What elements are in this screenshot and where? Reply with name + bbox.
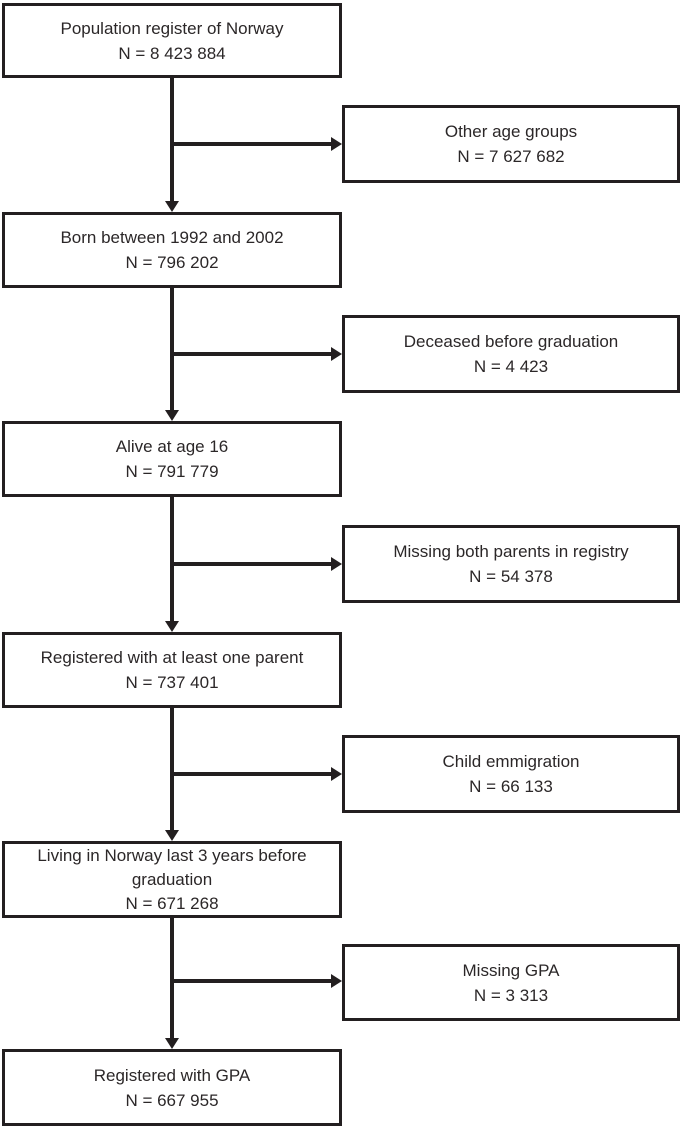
exclusion-label: Missing GPA xyxy=(462,960,560,980)
connector-line-vertical xyxy=(170,706,174,830)
connector-line-branch xyxy=(171,772,331,776)
arrow-right-icon xyxy=(331,767,342,781)
exclusion-count: N = 3 313 xyxy=(473,985,549,1005)
exclusion-label: Missing both parents in registry xyxy=(393,542,629,561)
step-label: Born between 1992 and 2002 xyxy=(60,228,284,247)
arrow-down-icon xyxy=(165,410,179,421)
step-label: Living in Norway last 3 years before gra… xyxy=(37,845,307,889)
arrow-down-icon xyxy=(165,1038,179,1049)
step-label: Registered with at least one parent xyxy=(40,648,304,667)
exclusion-box-child-emmigration: Child emmigration N = 66 133 xyxy=(342,735,680,813)
step-count: N = 796 202 xyxy=(125,253,219,272)
exclusion-box-missing-parents: Missing both parents in registry N = 54 … xyxy=(342,525,680,603)
exclusion-label: Other age groups xyxy=(444,122,578,141)
step-label: Registered with GPA xyxy=(93,1065,251,1085)
step-box-living-in-norway: Living in Norway last 3 years before gra… xyxy=(2,841,342,918)
step-box-registered-one-parent: Registered with at least one parent N = … xyxy=(2,632,342,708)
connector-line-branch xyxy=(171,979,331,983)
arrow-down-icon xyxy=(165,830,179,841)
connector-line-branch xyxy=(171,352,331,356)
step-count: N = 791 779 xyxy=(125,462,219,481)
connector-line-vertical xyxy=(170,916,174,1038)
arrow-right-icon xyxy=(331,557,342,571)
step-label: Population register of Norway xyxy=(60,18,284,38)
step-count: N = 667 955 xyxy=(125,1090,219,1110)
step-count: N = 737 401 xyxy=(125,673,219,692)
arrow-right-icon xyxy=(331,974,342,988)
arrow-down-icon xyxy=(165,201,179,212)
step-box-born-1992-2002: Born between 1992 and 2002 N = 796 202 xyxy=(2,212,342,288)
arrow-down-icon xyxy=(165,621,179,632)
step-box-registered-with-gpa: Registered with GPA N = 667 955 xyxy=(2,1049,342,1126)
connector-line-branch xyxy=(171,142,331,146)
exclusion-box-missing-gpa: Missing GPA N = 3 313 xyxy=(342,944,680,1021)
arrow-right-icon xyxy=(331,137,342,151)
exclusion-box-other-age-groups: Other age groups N = 7 627 682 xyxy=(342,105,680,183)
step-label: Alive at age 16 xyxy=(115,437,229,456)
exclusion-box-deceased: Deceased before graduation N = 4 423 xyxy=(342,315,680,393)
exclusion-count: N = 66 133 xyxy=(469,777,553,796)
connector-line-vertical xyxy=(170,495,174,621)
step-count: N = 8 423 884 xyxy=(118,43,226,63)
step-box-population-register: Population register of Norway N = 8 423 … xyxy=(2,3,342,78)
exclusion-count: N = 54 378 xyxy=(469,567,553,586)
step-box-alive-at-16: Alive at age 16 N = 791 779 xyxy=(2,421,342,497)
exclusion-count: N = 4 423 xyxy=(473,357,549,376)
exclusion-label: Deceased before graduation xyxy=(403,332,619,351)
connector-line-vertical xyxy=(170,76,174,203)
exclusion-label: Child emmigration xyxy=(442,752,580,771)
connector-line-branch xyxy=(171,562,331,566)
arrow-right-icon xyxy=(331,347,342,361)
step-count: N = 671 268 xyxy=(125,893,219,913)
exclusion-count: N = 7 627 682 xyxy=(457,147,565,166)
connector-line-vertical xyxy=(170,286,174,412)
